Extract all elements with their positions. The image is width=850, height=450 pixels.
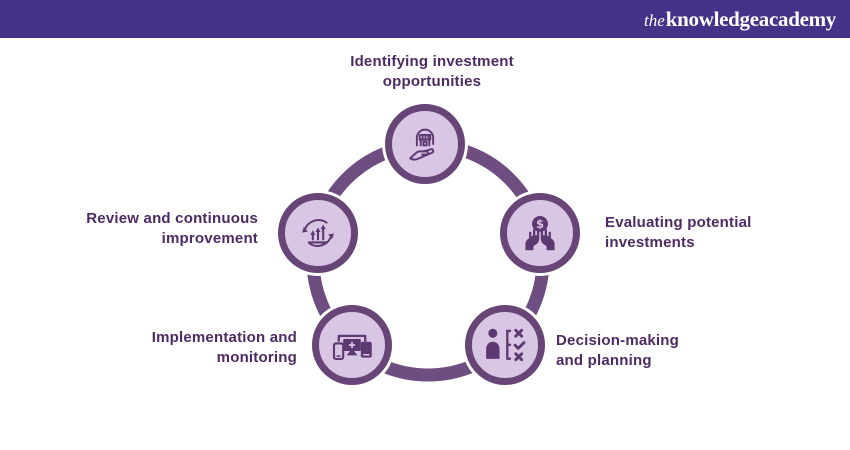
node-implementation-and-monitoring (312, 305, 392, 385)
node-identifying-investment-opportunities (385, 104, 465, 184)
label-implementation-and-monitoring: Implementation and monitoring (151, 329, 297, 366)
person-checklist-icon (486, 328, 526, 362)
label-decision-making-and-planning: Decision-making and planning (556, 332, 680, 369)
label-review-and-continuous-improvement: Review and continuous improvement (86, 210, 258, 247)
node-evaluating-potential-investments: $ (500, 193, 580, 273)
node-decision-making-and-planning (465, 305, 545, 385)
dollar-glyph: $ (536, 217, 544, 231)
logo-academy: academy (758, 6, 837, 31)
logo-the: the (644, 10, 665, 30)
responsive-devices-icon (332, 334, 372, 361)
growth-cycle-arrows-icon (302, 219, 334, 247)
hands-holding-dollar-icon: $ (525, 215, 555, 251)
label-evaluating-potential-investments: Evaluating potential investments (605, 214, 752, 251)
knowledge-academy-logo: the knowledge academy (644, 7, 836, 32)
hand-holding-store-icon (409, 128, 435, 161)
header-bar: the knowledge academy (0, 0, 850, 38)
label-identifying-investment-opportunities: Identifying investment opportunities (350, 53, 514, 90)
logo-knowledge: knowledge (665, 6, 759, 31)
node-review-and-continuous-improvement (278, 193, 358, 273)
